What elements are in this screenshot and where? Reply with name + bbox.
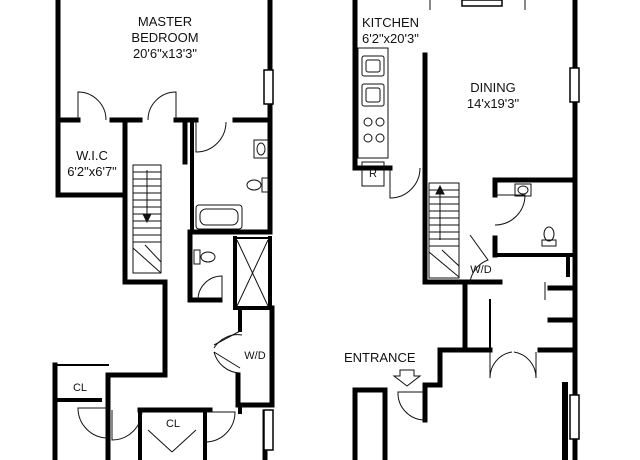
master-bedroom-name-line1: MASTER <box>137 14 193 29</box>
wic-size: 6'2"x6'7" <box>67 164 117 179</box>
wic-name: W.I.C <box>76 148 108 163</box>
wic-label: W.I.C 6'2"x6'7" <box>62 148 122 180</box>
kitchen-size: 6'2"x20'3" <box>362 31 419 46</box>
dining-label: DINING 14'x19'3" <box>448 80 538 112</box>
master-bedroom-name-line2: BEDROOM <box>131 30 199 45</box>
cl-bottom-label: CL <box>165 418 181 430</box>
dining-size: 14'x19'3" <box>466 96 520 111</box>
bath-fixtures <box>193 139 269 307</box>
upper-floor-windows <box>263 69 274 451</box>
master-bedroom-label: MASTER BEDROOM 20'6"x13'3" <box>120 14 210 62</box>
powder-fixtures <box>514 183 557 247</box>
entrance-arrow-icon <box>392 369 422 387</box>
kitchen-counter <box>357 47 389 187</box>
cl-left-label: CL <box>72 382 88 394</box>
main-stair <box>428 182 460 279</box>
wd-upper-label: W/D <box>244 350 266 362</box>
dining-name: DINING <box>470 80 516 95</box>
upper-floor-doors <box>77 91 243 453</box>
main-floor-windows <box>461 0 580 440</box>
kitchen-label: KITCHEN 6'2"x20'3" <box>362 15 440 47</box>
entrance-label: ENTRANCE <box>344 350 416 365</box>
refrigerator-label: R <box>369 168 377 180</box>
master-bedroom-size: 20'6"x13'3" <box>132 46 198 61</box>
upper-floor-walls <box>52 0 275 460</box>
wd-lower-label: W/D <box>470 264 492 276</box>
upper-stair <box>132 164 162 274</box>
main-floor-doors <box>389 0 546 421</box>
kitchen-name: KITCHEN <box>362 15 420 30</box>
